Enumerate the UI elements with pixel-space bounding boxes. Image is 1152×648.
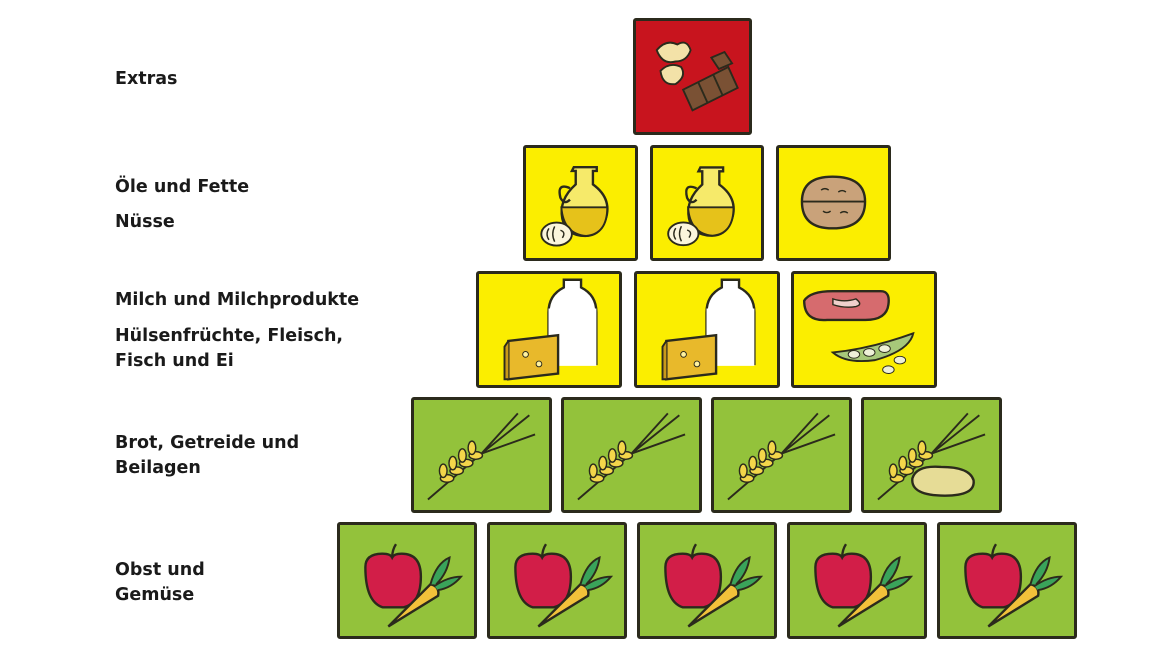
oil-butter-icon [653, 148, 761, 258]
tile-fruit-veg [487, 522, 627, 639]
label-legumes-meat: Hülsenfrüchte, Fleisch, [115, 326, 344, 346]
grain-icon [714, 400, 849, 510]
tile-fruit-veg [637, 522, 777, 639]
label-nuts: Nüsse [115, 212, 175, 232]
walnut-icon [779, 148, 888, 258]
apple-carrot-icon [340, 525, 474, 636]
tile-fats [523, 145, 638, 261]
meat-beans-icon [794, 274, 934, 385]
oil-butter-icon [526, 148, 635, 258]
chips-chocolate-icon [636, 21, 749, 132]
label-oils-fats: Öle und Fette [115, 177, 250, 197]
tile-grains [861, 397, 1002, 513]
apple-carrot-icon [790, 525, 924, 636]
milk-cheese-icon [479, 274, 619, 385]
tile-fruit-veg [937, 522, 1077, 639]
grain-icon [564, 400, 699, 510]
label-vegetables: Gemüse [115, 585, 195, 605]
label-extras: Extras [115, 69, 178, 89]
tile-fats [650, 145, 764, 261]
tile-extras [633, 18, 752, 135]
grain-potato-icon [864, 400, 999, 510]
tile-protein [634, 271, 780, 388]
apple-carrot-icon [940, 525, 1074, 636]
label-fish-egg: Fisch und Ei [115, 351, 234, 371]
milk-cheese-icon [637, 274, 777, 385]
tile-fruit-veg [337, 522, 477, 639]
label-bread-grain: Brot, Getreide und [115, 433, 300, 453]
tile-fruit-veg [787, 522, 927, 639]
tile-fats [776, 145, 891, 261]
tile-grains [411, 397, 552, 513]
apple-carrot-icon [490, 525, 624, 636]
tile-protein [476, 271, 622, 388]
tile-grains [561, 397, 702, 513]
label-fruit: Obst und [115, 560, 205, 580]
tile-protein [791, 271, 937, 388]
apple-carrot-icon [640, 525, 774, 636]
tile-grains [711, 397, 852, 513]
label-side-dishes: Beilagen [115, 458, 201, 478]
grain-icon [414, 400, 549, 510]
label-dairy: Milch und Milchprodukte [115, 290, 360, 310]
